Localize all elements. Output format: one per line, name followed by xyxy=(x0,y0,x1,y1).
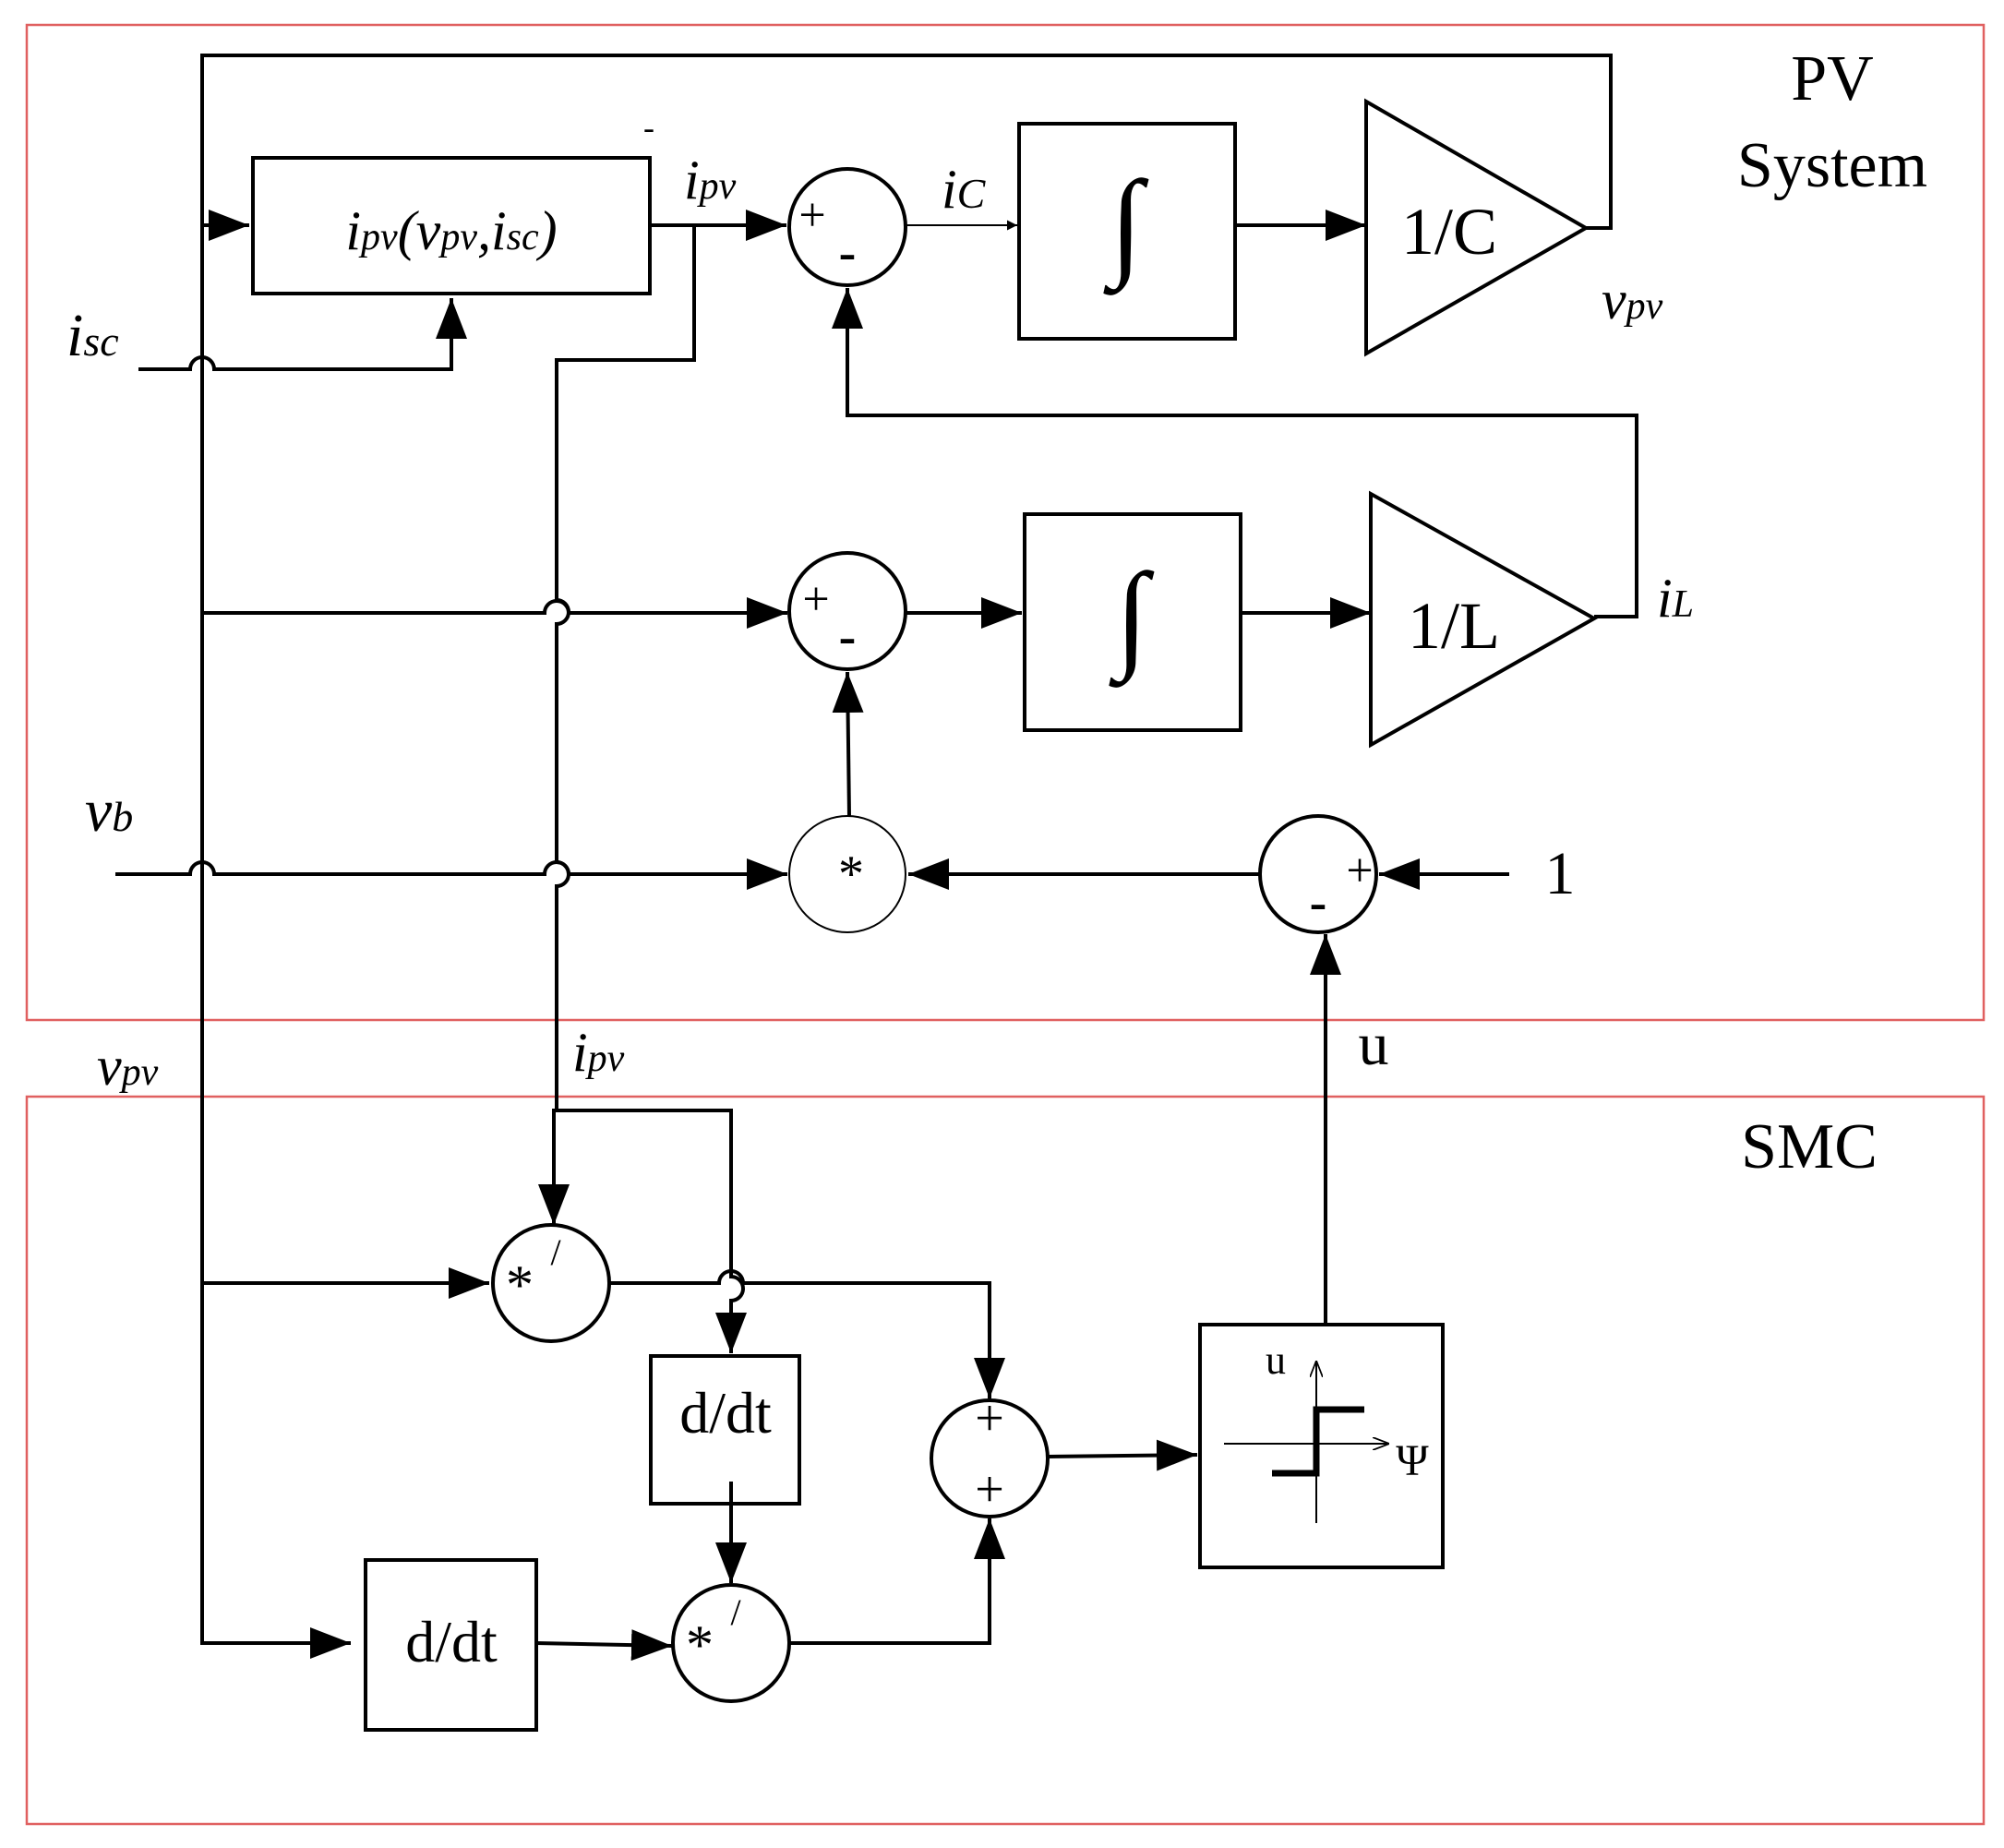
vpv-bus-label: vpv xyxy=(97,1036,159,1097)
divider1-to-sum4-wire xyxy=(609,1269,1005,1398)
sum4-to-sign-wire xyxy=(1047,1439,1198,1471)
u-label: u xyxy=(1359,1011,1389,1078)
one-input-label: 1 xyxy=(1545,840,1576,907)
derivative-block-ipv xyxy=(649,1354,801,1506)
multiplier-to-sum2-wire xyxy=(832,671,864,817)
vb-wire xyxy=(115,858,787,890)
ddt1-label: d/dt xyxy=(679,1380,772,1446)
isc-wire xyxy=(138,298,467,371)
ipv-function-label: ipv(vpv,isc) xyxy=(345,200,557,261)
vpv-output-label: vpv xyxy=(1602,270,1663,330)
integrator-c-symbol: ∫ xyxy=(1102,157,1148,295)
sign-fn-curve xyxy=(1272,1406,1364,1477)
derivative-block-vpv xyxy=(364,1558,538,1732)
sum4-plus-top: + xyxy=(975,1390,1004,1447)
integrator-l-symbol: ∫ xyxy=(1108,549,1154,688)
sum3-plus: + xyxy=(1346,845,1373,897)
integrator-block-l xyxy=(1023,512,1242,732)
divider2-div-symbol: / xyxy=(730,1591,741,1633)
sum-junction-sliding-surface xyxy=(930,1398,1050,1518)
vpv-to-sum2-wire xyxy=(202,597,787,629)
gain-block-1-over-c xyxy=(1364,98,1590,357)
ddt2-to-divider2-wire xyxy=(535,1629,673,1662)
gain-c-label: 1/C xyxy=(1401,195,1497,269)
sum2-minus: - xyxy=(839,608,857,666)
ipv-top-label: ipv xyxy=(684,150,737,210)
pv-system-section xyxy=(25,23,1986,1022)
il-feedback-wire xyxy=(832,288,1638,618)
il-label: iL xyxy=(1657,568,1694,629)
multiplier-vb-symbol: * xyxy=(838,846,864,903)
divider2-to-sum4-wire xyxy=(789,1518,1005,1645)
sum-junction-ic xyxy=(787,167,907,287)
ic-label: iC xyxy=(942,159,987,220)
sum3-minus: - xyxy=(1310,874,1327,931)
gain-block-1-over-l xyxy=(1369,490,1599,749)
isc-label: isc xyxy=(66,302,119,369)
gain-l-label: 1/L xyxy=(1408,589,1500,663)
pv-section-title-line1: PV xyxy=(1791,43,1873,114)
divider1-mult-symbol: * xyxy=(506,1254,534,1315)
vb-label: vb xyxy=(85,777,133,845)
ddt2-label: d/dt xyxy=(405,1609,498,1674)
smc-section-title: SMC xyxy=(1741,1111,1878,1182)
sum1-plus: + xyxy=(798,189,825,242)
sum4-plus-bottom: + xyxy=(975,1461,1004,1518)
ipv-func-minus-mark: - xyxy=(643,109,654,146)
vpv-feedback-wire xyxy=(200,54,1613,1659)
divider2-mult-symbol: * xyxy=(686,1614,714,1675)
integrator-block-c xyxy=(1017,122,1237,341)
sum2-plus: + xyxy=(802,573,829,626)
pv-section-title-line2: System xyxy=(1737,130,1927,201)
sign-fn-psi-label: Ψ xyxy=(1396,1436,1429,1485)
sign-fn-u-label: u xyxy=(1266,1338,1286,1383)
ipv-to-ddt1-wire xyxy=(554,1109,747,1353)
ipv-function-block xyxy=(251,156,652,295)
divider1-div-symbol: / xyxy=(550,1231,561,1273)
sum1-minus: - xyxy=(839,224,857,282)
ipv-bus-label: ipv xyxy=(572,1022,625,1083)
smc-section xyxy=(25,1095,1986,1826)
